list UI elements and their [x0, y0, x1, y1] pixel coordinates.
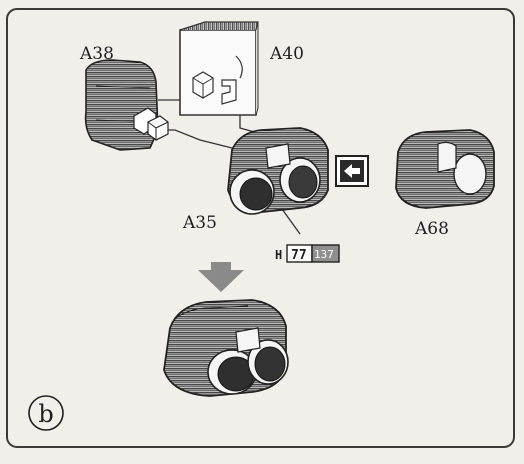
part-a68: [395, 129, 495, 209]
assembled-engine: [163, 299, 289, 397]
part-label-a38: A38: [79, 44, 114, 64]
part-a38: [84, 59, 169, 151]
step-marker: b: [28, 395, 64, 431]
paint-callout: H 77 137: [275, 244, 340, 263]
part-a35: [227, 127, 329, 215]
paint-letter: H: [275, 248, 282, 262]
frame: [6, 8, 515, 448]
paint-code-primary: 77: [291, 248, 307, 263]
part-label-a68: A68: [414, 219, 449, 239]
step-marker-letter: b: [38, 400, 53, 428]
alternative-part-arrow-icon: [335, 155, 369, 187]
paint-code-secondary: 137: [314, 248, 334, 261]
part-label-a40: A40: [269, 44, 304, 64]
down-arrow-icon: [198, 262, 244, 292]
part-label-a35: A35: [182, 213, 217, 233]
part-a40: [179, 21, 259, 116]
